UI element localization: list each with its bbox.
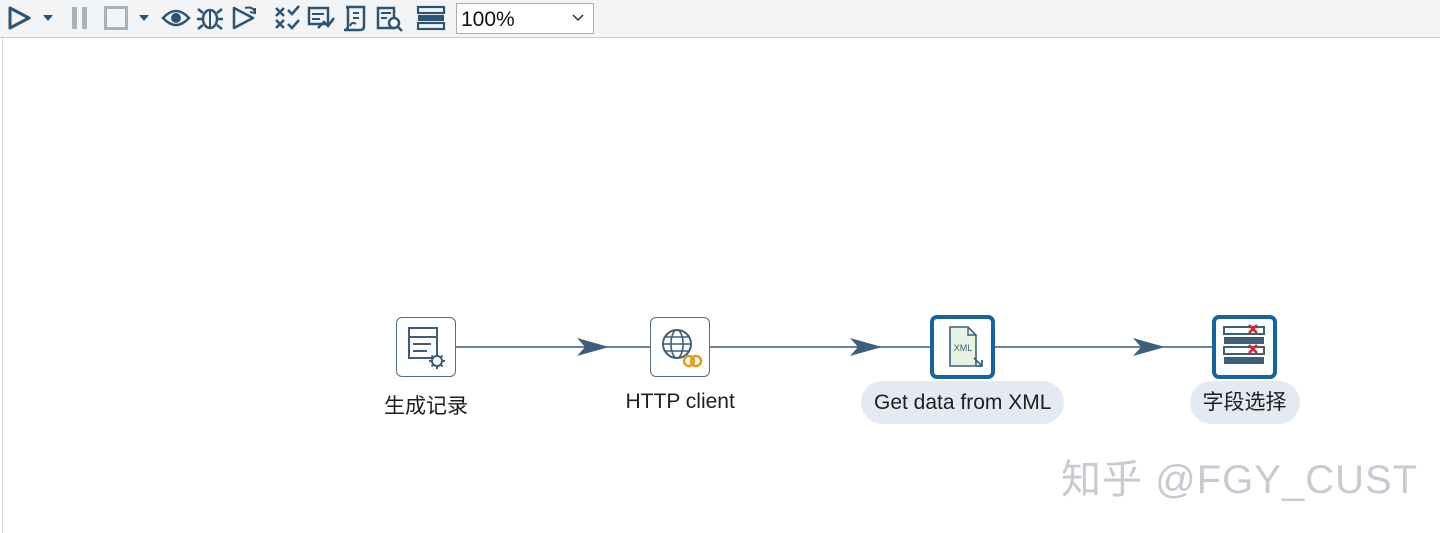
- step-label: HTTP client: [625, 390, 735, 413]
- pause-icon[interactable]: [66, 3, 94, 33]
- sql-icon[interactable]: [339, 3, 371, 33]
- toolbar: 100%: [0, 0, 1440, 38]
- http-client-icon[interactable]: [650, 317, 710, 377]
- database-explore-icon[interactable]: [373, 3, 405, 33]
- run-options-dropdown-icon[interactable]: [39, 3, 57, 33]
- run-icon[interactable]: [3, 3, 35, 33]
- chevron-down-icon: [571, 10, 585, 29]
- xml-file-icon[interactable]: XML: [930, 315, 995, 379]
- hop-arrow-icon: [850, 338, 882, 356]
- preview-icon[interactable]: [160, 3, 192, 33]
- replay-icon[interactable]: [228, 3, 260, 33]
- impact-analysis-icon[interactable]: [305, 3, 337, 33]
- svg-text:XML: XML: [954, 343, 973, 353]
- watermark: 知乎 @FGY_CUST: [1061, 458, 1419, 502]
- select-values-icon[interactable]: [1212, 315, 1277, 379]
- generate-rows-icon[interactable]: [396, 317, 456, 377]
- zoom-select[interactable]: 100%: [456, 3, 594, 34]
- stop-icon[interactable]: [101, 3, 131, 33]
- step-label: 字段选择: [1189, 381, 1300, 424]
- zoom-value: 100%: [461, 8, 515, 31]
- hop-arrow-icon: [577, 338, 609, 356]
- step-label: 生成记录: [384, 395, 468, 418]
- step-label: Get data from XML: [861, 381, 1065, 424]
- hop-arrow-icon: [1133, 338, 1165, 356]
- debug-icon[interactable]: [194, 3, 226, 33]
- show-results-icon[interactable]: [414, 3, 448, 33]
- stop-options-dropdown-icon[interactable]: [135, 3, 153, 33]
- verify-icon[interactable]: [271, 3, 303, 33]
- hops-layer: [455, 338, 1213, 356]
- transformation-canvas[interactable]: 生成记录 HTTP client Get data from XML XML: [2, 38, 1439, 533]
